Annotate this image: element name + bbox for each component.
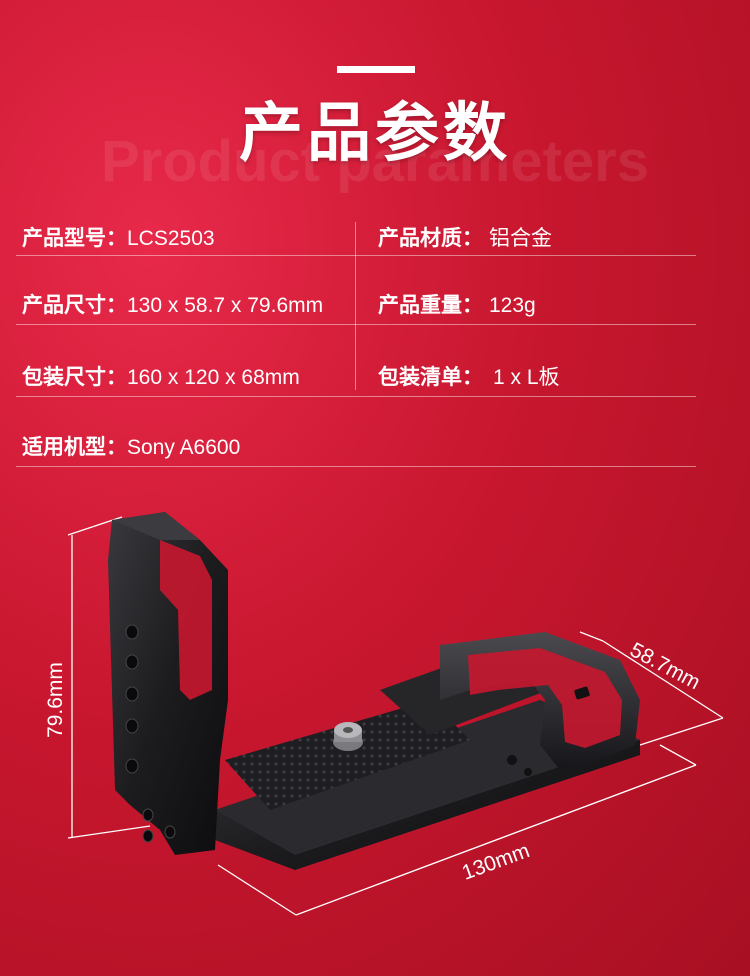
- divider-1: [16, 255, 696, 256]
- spec-package-size-label: 包装尺寸：: [22, 365, 127, 389]
- divider-3: [16, 396, 696, 397]
- dimension-depth-line: [579, 631, 724, 746]
- l-bracket-cage: [440, 632, 640, 776]
- spec-size-value: 130 x 58.7 x 79.6mm: [127, 294, 324, 317]
- dimension-width-line: [217, 744, 697, 916]
- spec-weight-value: 123g: [489, 294, 536, 317]
- l-bracket-base: [215, 640, 640, 870]
- spec-model: 产品型号：LCS2503: [22, 222, 215, 252]
- spec-material-value: 铝合金: [489, 227, 552, 250]
- spec-compatible: 适用机型：Sony A6600: [22, 431, 240, 461]
- spec-size: 产品尺寸：130 x 58.7 x 79.6mm: [22, 289, 323, 319]
- spec-package-size-value: 160 x 120 x 68mm: [127, 366, 300, 389]
- spec-compatible-value: Sony A6600: [127, 436, 241, 459]
- spec-weight: 产品重量： 123g: [378, 289, 536, 319]
- title-watermark: Product parameters: [101, 129, 649, 194]
- spec-model-value: LCS2503: [127, 227, 215, 250]
- divider-4: [16, 466, 696, 467]
- dimension-width-label: 130mm: [459, 839, 533, 885]
- column-divider: [355, 222, 356, 390]
- tripod-screw: [333, 722, 363, 751]
- side-plate-holes: [125, 624, 176, 843]
- l-bracket-side-plate: [108, 512, 228, 855]
- spec-weight-label: 产品重量：: [378, 293, 483, 317]
- spec-package-list-label: 包装清单：: [378, 365, 483, 389]
- spec-size-label: 产品尺寸：: [22, 293, 127, 317]
- spec-model-label: 产品型号：: [22, 226, 127, 250]
- spec-material: 产品材质： 铝合金: [378, 222, 552, 252]
- divider-2: [16, 324, 696, 325]
- spec-package-list: 包装清单： 1 x L板: [378, 361, 560, 391]
- title-accent-bar: [337, 66, 415, 73]
- page-title: 产品参数: [239, 97, 511, 171]
- dimension-height-label: 79.6mm: [44, 662, 67, 738]
- spec-compatible-label: 适用机型：: [22, 435, 127, 459]
- spec-package-list-value: 1 x L板: [493, 366, 560, 389]
- spec-material-label: 产品材质：: [378, 226, 483, 250]
- spec-package-size: 包装尺寸：160 x 120 x 68mm: [22, 361, 300, 391]
- dimension-depth-label: 58.7mm: [626, 638, 704, 694]
